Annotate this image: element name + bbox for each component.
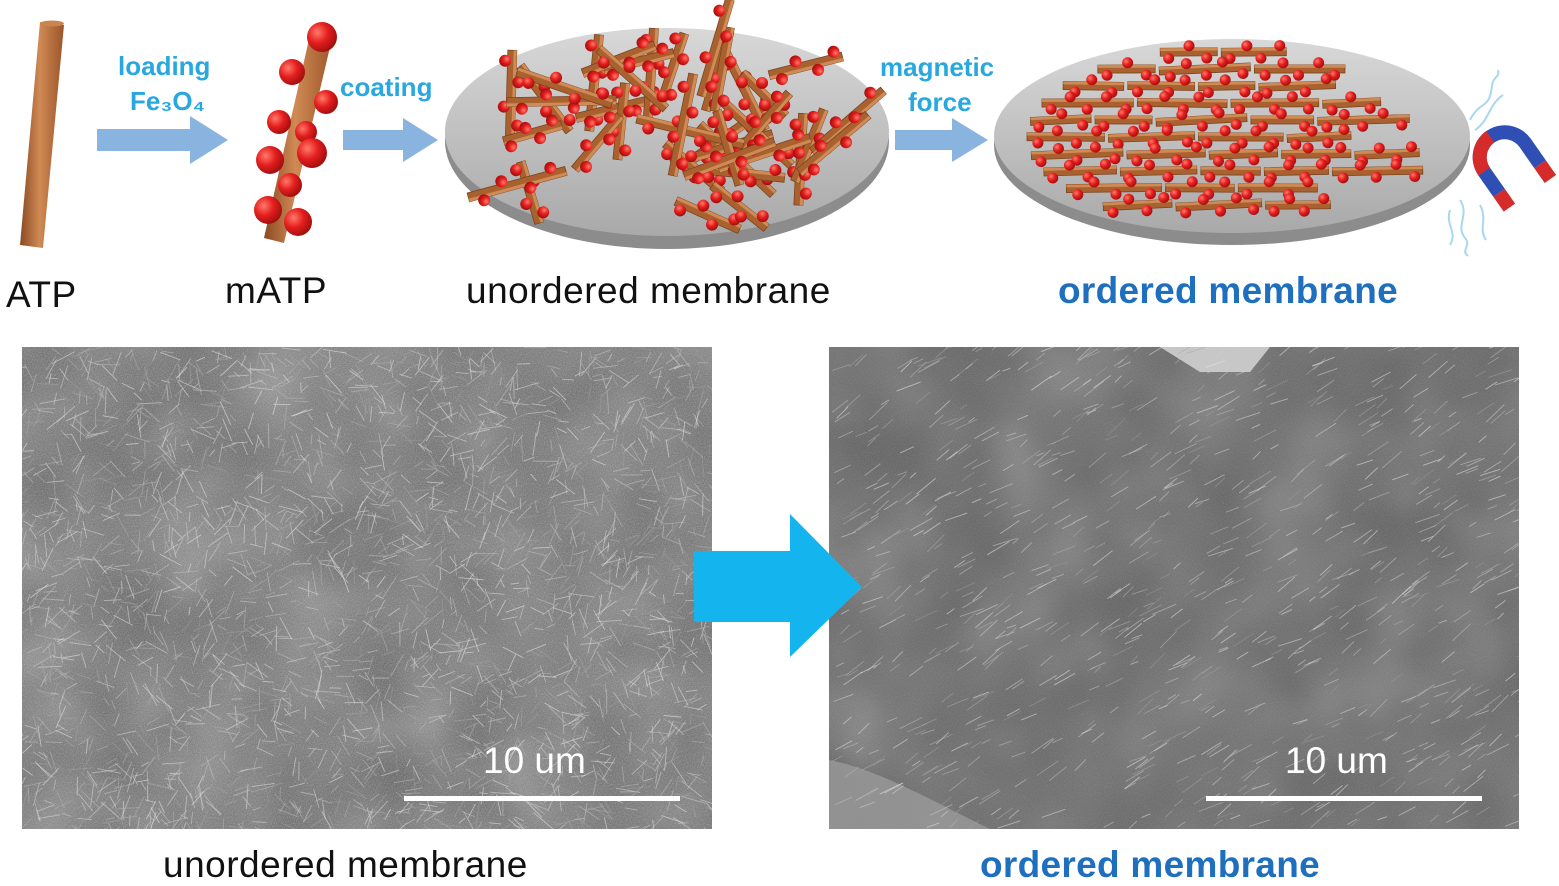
step-label-fe3o4: Fe₃O₄ — [130, 86, 205, 116]
scale-label-right: 10 um — [1285, 740, 1388, 781]
label-matp: mATP — [225, 270, 328, 311]
step-arrow-1 — [97, 116, 228, 164]
label-atp: ATP — [6, 274, 77, 315]
step-label-coating: coating — [340, 72, 433, 102]
unordered-membrane-disk — [445, 0, 889, 249]
scale-bar-right — [1206, 796, 1482, 801]
label-ordered-bottom: ordered membrane — [980, 844, 1320, 885]
matp-rod — [254, 22, 338, 243]
label-unordered-top: unordered membrane — [466, 270, 831, 311]
scale-label-left: 10 um — [483, 740, 586, 781]
step-arrow-3 — [895, 118, 988, 162]
magnet-icon — [1472, 125, 1557, 212]
label-ordered-top: ordered membrane — [1058, 270, 1398, 311]
label-unordered-bottom: unordered membrane — [163, 844, 528, 885]
step-arrow-2 — [343, 118, 438, 162]
step-label-force: force — [908, 87, 972, 117]
scale-bar-left — [404, 796, 680, 801]
magnetic-field-sparks-icon — [1447, 69, 1504, 257]
sem-image-unordered — [22, 347, 712, 829]
atp-rod — [20, 20, 64, 248]
big-arrow — [694, 514, 862, 657]
step-label-magnetic: magnetic — [880, 52, 995, 82]
step-label-loading: loading — [118, 51, 211, 81]
ordered-membrane-disk — [994, 39, 1470, 245]
sem-image-ordered — [829, 347, 1519, 829]
